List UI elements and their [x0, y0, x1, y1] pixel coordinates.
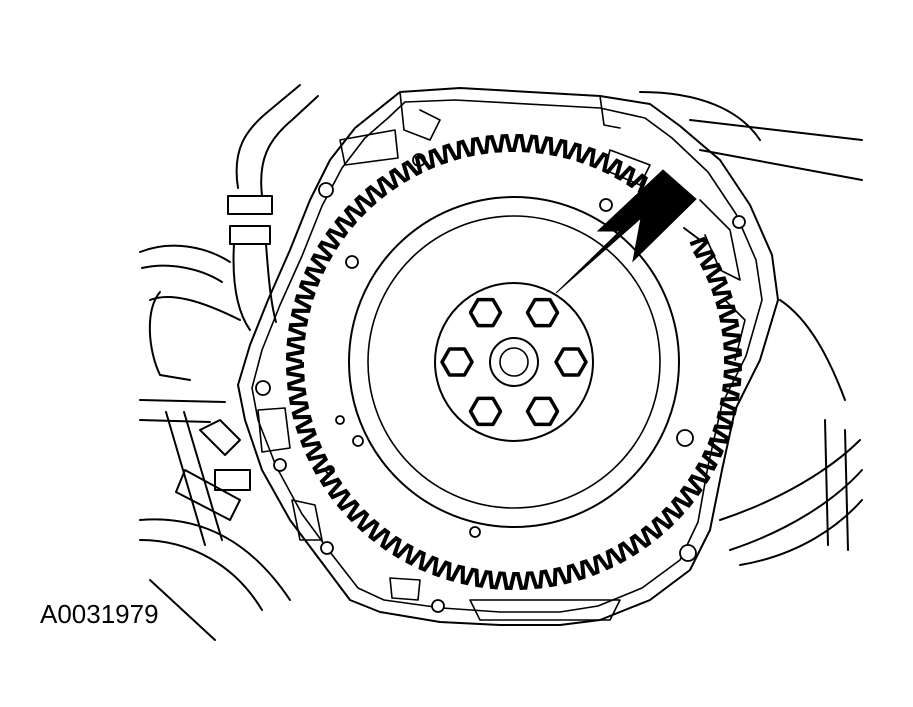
coolant-hose — [227, 84, 319, 331]
right-side-lines — [639, 91, 863, 566]
hex-bolt-icon — [440, 347, 474, 377]
hex-bolt-icon — [554, 347, 588, 377]
flywheel-bolts — [440, 297, 588, 427]
figure-id-label: A0031979 — [40, 599, 159, 629]
hex-bolt-icon — [468, 297, 503, 328]
flywheel — [348, 196, 680, 528]
hex-bolt-icon — [525, 297, 560, 328]
gear-gap-edge — [683, 227, 701, 241]
hex-bolt-icon — [468, 396, 503, 427]
wiring-harness — [139, 244, 291, 641]
plate-holes — [255, 153, 746, 613]
callout-arrow-icon — [555, 169, 697, 294]
ring-gear — [285, 133, 743, 591]
hex-bolt-icon — [525, 396, 560, 427]
adapter-plate — [237, 87, 779, 626]
